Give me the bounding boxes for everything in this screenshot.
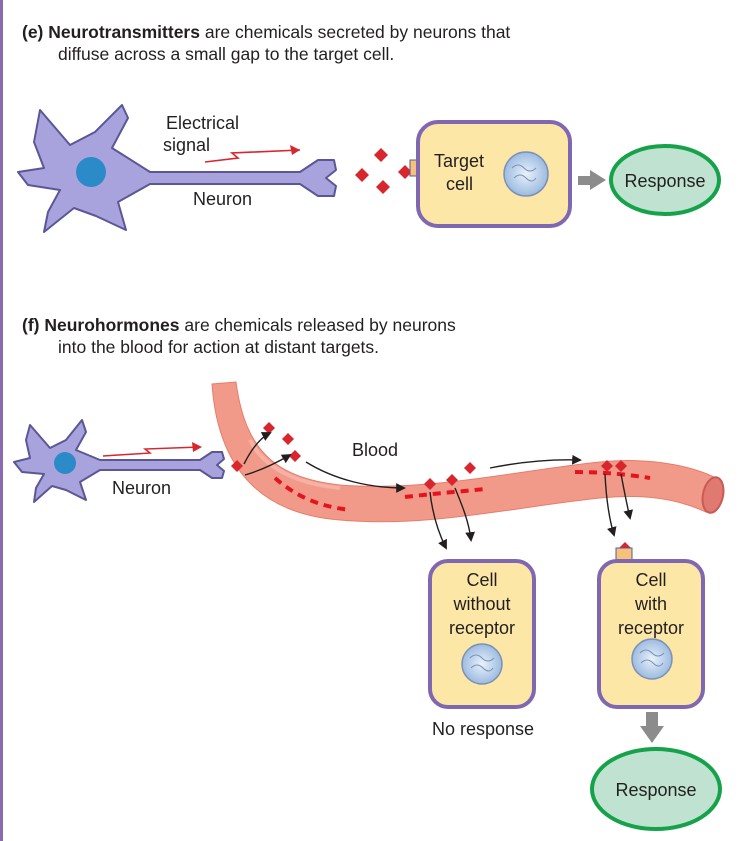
response-arrow-e xyxy=(578,170,606,190)
blood-vessel-body xyxy=(211,381,717,523)
label-response-f: Response xyxy=(615,780,696,800)
molecule-f-6 xyxy=(446,474,458,486)
response-oval-e xyxy=(609,144,721,216)
caption-e-term: Neurotransmitters xyxy=(48,22,200,42)
page-margin-rule xyxy=(0,0,3,841)
label-target: Target xyxy=(434,151,484,171)
molecule-e-3 xyxy=(376,180,390,194)
caption-f-line2: into the blood for action at distant tar… xyxy=(58,337,380,357)
molecule-f-7 xyxy=(464,462,476,474)
molecule-f-9 xyxy=(615,460,627,472)
label-blood: Blood xyxy=(352,440,398,460)
label-cell-without-1: Cell xyxy=(466,570,497,590)
molecule-f-1 xyxy=(231,460,243,472)
label-target-cell: cell xyxy=(446,174,473,194)
label-cell-with-3: receptor xyxy=(618,618,684,638)
cell-without-receptor xyxy=(428,559,536,709)
response-oval-f xyxy=(590,747,722,831)
target-cell-e-nucleus xyxy=(503,151,549,197)
neurotransmitter-molecules-e xyxy=(355,148,412,194)
label-cell-without-2: without xyxy=(452,594,510,614)
label-neuron-e: Neuron xyxy=(193,189,252,209)
flow-arrow-6 xyxy=(454,487,476,542)
receptor-f xyxy=(615,547,633,561)
caption-f-text: are chemicals released by neurons xyxy=(179,315,456,335)
molecule-f-3 xyxy=(282,433,294,445)
molecule-e-2 xyxy=(355,168,369,182)
label-no-response: No response xyxy=(432,719,534,739)
flow-arrow-2 xyxy=(244,454,292,476)
flow-arrows xyxy=(243,432,634,550)
cell-without-receptor-nucleus xyxy=(461,643,503,685)
caption-e-tag: (e) xyxy=(22,22,44,42)
caption-f-term: Neurohormones xyxy=(44,315,180,335)
molecule-f-2 xyxy=(263,422,275,434)
flow-arrow-5 xyxy=(429,491,447,550)
label-cell-with-1: Cell xyxy=(635,570,666,590)
neuron-e-nucleus xyxy=(76,157,106,187)
flow-arrow-4 xyxy=(489,454,582,469)
label-response-e: Response xyxy=(624,171,705,191)
caption-e-line2: diffuse across a small gap to the target… xyxy=(58,44,395,64)
cell-with-receptor-body xyxy=(597,559,705,709)
label-electrical: Electrical xyxy=(166,113,239,133)
cell-with-receptor-nucleus xyxy=(631,638,673,680)
neurohormone-molecules xyxy=(231,422,631,554)
caption-e-text: are chemicals secreted by neurons that xyxy=(199,22,511,42)
molecule-f-5 xyxy=(424,478,436,490)
electrical-signal-arrow-f xyxy=(102,442,202,457)
vessel-wall-gap-2 xyxy=(574,470,651,480)
molecule-e-4 xyxy=(398,165,412,179)
blood-vessel xyxy=(211,381,725,523)
flow-arrow-8 xyxy=(620,473,634,520)
label-cell-with-2: with xyxy=(634,594,667,614)
label-cell-without-3: receptor xyxy=(449,618,515,638)
cell-without-receptor-body xyxy=(428,559,536,709)
electrical-signal-arrow-e xyxy=(204,145,301,163)
response-arrow-f xyxy=(640,712,664,743)
caption-e: (e) Neurotransmitters are chemicals secr… xyxy=(22,21,510,65)
neuron-f xyxy=(13,419,225,503)
flow-arrow-7 xyxy=(604,473,617,537)
cell-with-receptor xyxy=(597,547,705,709)
label-signal: signal xyxy=(163,135,210,155)
neuron-e xyxy=(17,104,337,233)
neuron-f-body xyxy=(13,419,225,503)
flow-arrow-1 xyxy=(243,432,272,465)
neuron-e-body xyxy=(17,104,337,233)
vessel-wall-gap-1 xyxy=(273,476,486,512)
molecule-f-8 xyxy=(601,460,613,472)
caption-f: (f) Neurohormones are chemicals released… xyxy=(22,314,456,358)
target-cell-e xyxy=(409,120,572,228)
target-cell-e-body xyxy=(416,120,572,228)
neuron-f-nucleus xyxy=(54,452,76,474)
label-neuron-f: Neuron xyxy=(112,478,171,498)
caption-f-tag: (f) xyxy=(22,315,40,335)
flow-arrow-3 xyxy=(305,461,406,493)
molecule-f-4 xyxy=(289,450,301,462)
molecule-e-1 xyxy=(374,148,388,162)
blood-vessel-opening xyxy=(701,476,725,514)
